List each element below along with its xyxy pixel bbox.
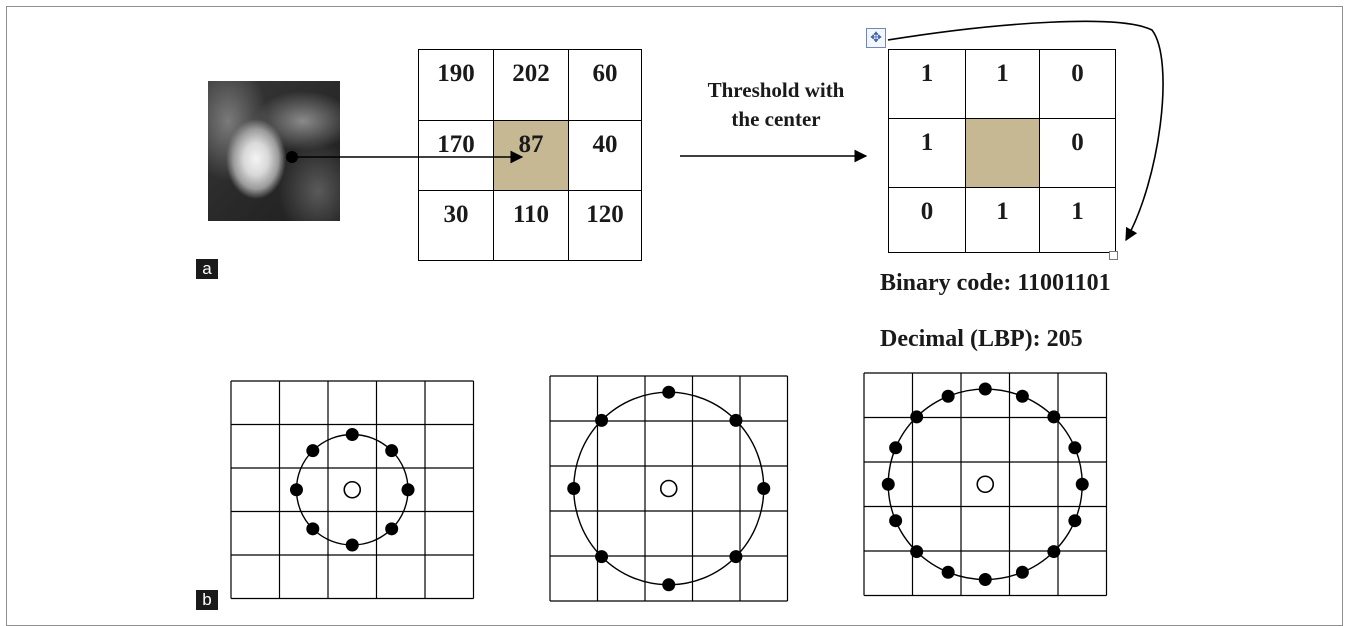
neighbor-point <box>1015 565 1029 579</box>
binary-cell: 1 <box>1039 187 1116 253</box>
center-pixel <box>659 479 678 498</box>
neighbor-point <box>978 572 992 586</box>
binary-code-label: Binary code: 11001101 <box>880 270 1111 296</box>
neighbor-point <box>941 565 955 579</box>
panel-a-tag: a <box>196 259 218 279</box>
neighbor-point <box>662 578 676 592</box>
neighbor-point <box>757 482 771 495</box>
neighbor-point <box>306 522 320 536</box>
mri-image <box>208 81 340 221</box>
panel-b-tag: b <box>196 590 218 610</box>
neighbor-point <box>1047 545 1061 559</box>
neighbor-point <box>662 385 676 399</box>
center-pixel <box>976 475 995 494</box>
threshold-label-line1: Threshold with <box>707 78 845 102</box>
threshold-label: Threshold with the center <box>686 78 866 132</box>
neighbor-point <box>345 428 359 442</box>
neighbor-point <box>910 410 924 424</box>
neighbor-point <box>289 483 303 497</box>
lbp-neighborhood-1 <box>230 380 475 600</box>
neighbor-point <box>881 477 895 491</box>
neighbor-point <box>1047 410 1061 424</box>
neighbor-point <box>385 522 399 536</box>
neighbor-point <box>401 483 415 497</box>
lbp-neighborhood-3 <box>863 372 1108 597</box>
center-pixel <box>343 480 362 499</box>
neighbor-point <box>595 413 609 427</box>
neighbor-point <box>889 514 903 528</box>
neighbor-point <box>729 413 743 427</box>
pointer-arrow <box>286 150 524 164</box>
clockwise-order-arrow <box>887 20 1164 242</box>
move-handle-icon[interactable]: ✥ <box>866 28 886 48</box>
decimal-lbp-label: Decimal (LBP): 205 <box>880 326 1083 352</box>
neighbor-point <box>1068 514 1082 528</box>
neighbor-point <box>729 550 743 564</box>
neighbor-point <box>1075 477 1089 491</box>
pixel-cell: 40 <box>568 120 642 191</box>
pixel-cell: 120 <box>568 190 642 261</box>
threshold-label-line2: the center <box>731 107 821 131</box>
neighbor-point <box>1068 441 1082 455</box>
neighbor-point <box>978 382 992 396</box>
neighbor-point <box>385 444 399 458</box>
neighbor-point <box>941 389 955 403</box>
pixel-cell-center: 87 <box>493 120 569 191</box>
neighbor-point <box>306 444 320 458</box>
neighbor-point <box>345 538 359 552</box>
diagram-overlay <box>230 20 1164 602</box>
resize-handle-icon[interactable] <box>1109 251 1118 260</box>
neighbor-point <box>595 550 609 564</box>
neighbor-point <box>889 441 903 455</box>
neighbor-point <box>1015 389 1029 403</box>
pixel-cell: 202 <box>493 49 569 121</box>
neighbor-point <box>567 482 581 495</box>
neighbor-point <box>910 545 924 559</box>
lbp-neighborhood-2 <box>549 375 789 602</box>
